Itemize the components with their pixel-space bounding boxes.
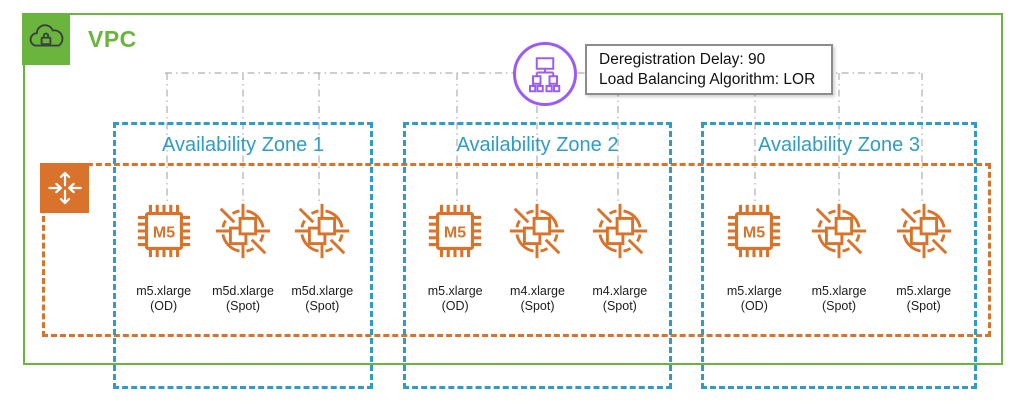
spot-instance-icon bbox=[212, 200, 274, 262]
availability-zone-2: Availability Zone 2 M5 m5.xlarge (OD) m4… bbox=[403, 122, 672, 389]
availability-zone-3: Availability Zone 3 M5 m5.xlarge (OD) m5… bbox=[701, 122, 977, 389]
svg-text:M5: M5 bbox=[743, 224, 765, 241]
instance-label: m5d.xlarge (Spot) bbox=[212, 284, 274, 313]
vpc-icon bbox=[22, 13, 70, 65]
auto-scaling-group-boundary bbox=[42, 163, 991, 337]
instance-card: m5.xlarge (Spot) bbox=[797, 200, 882, 314]
spot-instance-icon bbox=[506, 200, 568, 262]
instance-card: m5d.xlarge (Spot) bbox=[283, 200, 362, 314]
m5-chip-icon: M5 bbox=[723, 200, 785, 262]
instance-card: m5.xlarge (Spot) bbox=[881, 200, 966, 314]
az-title: Availability Zone 3 bbox=[758, 134, 920, 156]
instance-row: M5 m5.xlarge (OD) m5d.xlarge (Spot) m5d.… bbox=[116, 200, 370, 314]
instance-label: m5.xlarge (Spot) bbox=[896, 284, 952, 313]
az-title: Availability Zone 1 bbox=[162, 134, 324, 156]
vpc-boundary bbox=[23, 13, 1003, 365]
instance-card: m5d.xlarge (Spot) bbox=[203, 200, 282, 314]
instance-card: M5 m5.xlarge (OD) bbox=[124, 200, 203, 314]
availability-zone-1: Availability Zone 1 M5 m5.xlarge (OD) m5… bbox=[113, 122, 373, 389]
instance-label: m5.xlarge (OD) bbox=[726, 284, 782, 313]
spot-instance-icon bbox=[589, 200, 651, 262]
instance-label: m5d.xlarge (Spot) bbox=[291, 284, 354, 313]
instance-card: m4.xlarge (Spot) bbox=[579, 200, 661, 314]
instance-card: m4.xlarge (Spot) bbox=[496, 200, 578, 314]
instance-row: M5 m5.xlarge (OD) m5.xlarge (Spot) m5.xl… bbox=[704, 200, 974, 314]
az-title: Availability Zone 2 bbox=[456, 134, 619, 156]
instance-card: M5 m5.xlarge (OD) bbox=[712, 200, 797, 314]
deregistration-delay-text: Deregistration Delay: 90 bbox=[599, 50, 766, 68]
spot-instance-icon bbox=[893, 200, 955, 262]
auto-scaling-group-icon bbox=[40, 163, 89, 213]
lb-algorithm-text: Load Balancing Algorithm: LOR bbox=[599, 70, 816, 88]
spot-instance-icon bbox=[808, 200, 870, 262]
spot-instance-icon bbox=[291, 200, 353, 262]
load-balancer-icon bbox=[513, 42, 577, 106]
svg-text:M5: M5 bbox=[153, 224, 175, 241]
instance-label: m5.xlarge (OD) bbox=[427, 284, 483, 313]
instance-row: M5 m5.xlarge (OD) m4.xlarge (Spot) m4.xl… bbox=[406, 200, 669, 314]
m5-chip-icon: M5 bbox=[133, 200, 195, 262]
svg-text:M5: M5 bbox=[444, 224, 466, 241]
cloud-lock-icon bbox=[25, 18, 67, 60]
instance-label: m4.xlarge (Spot) bbox=[592, 284, 648, 313]
instance-card: M5 m5.xlarge (OD) bbox=[414, 200, 496, 314]
instance-label: m4.xlarge (Spot) bbox=[510, 284, 565, 313]
m5-chip-icon: M5 bbox=[424, 200, 486, 262]
load-balancer-tree-icon bbox=[521, 50, 569, 98]
vpc-label: VPC bbox=[88, 26, 137, 52]
lb-config-note: Deregistration Delay: 90 Load Balancing … bbox=[585, 44, 833, 95]
instance-label: m5.xlarge (Spot) bbox=[811, 284, 867, 313]
instance-label: m5.xlarge (OD) bbox=[136, 284, 192, 313]
